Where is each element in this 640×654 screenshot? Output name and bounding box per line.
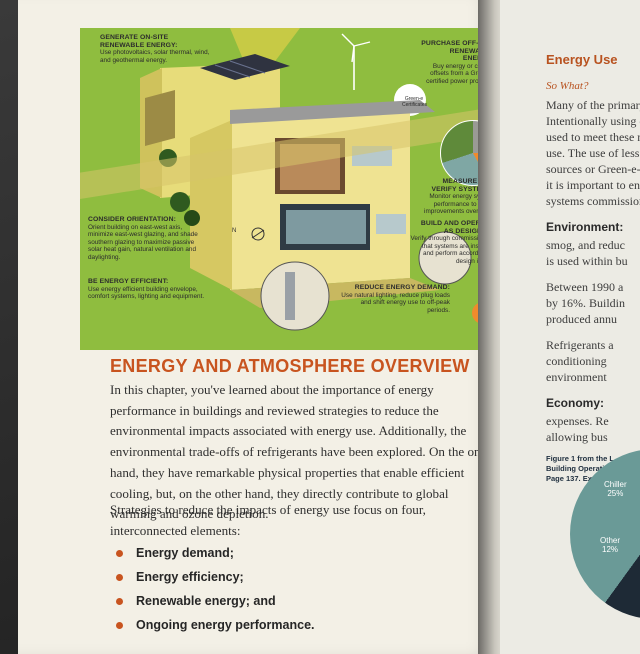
callout-text: Use natural lighting, reduce plug loads …: [341, 291, 450, 314]
pie-label-value: 25%: [607, 489, 624, 498]
bullet-icon: [116, 574, 123, 581]
overview-paragraph: In this chapter, you've learned about th…: [110, 382, 487, 522]
list-item: Ongoing energy performance.: [110, 618, 315, 642]
text-line: Many of the primary: [546, 98, 640, 112]
text-line: smog, and reduc: [546, 238, 625, 252]
callout-text: Use photovoltaics, solar thermal, wind, …: [100, 49, 210, 64]
text-line: it is important to ens: [546, 178, 640, 192]
callout-title: CONSIDER ORIENTATION:: [88, 216, 176, 223]
callout-text: Buy energy or carbon offsets from a Gree…: [426, 62, 494, 85]
figure-caption: Building Operation: [546, 464, 614, 473]
list-item-text: Renewable energy; and: [136, 594, 276, 608]
pie-label-name: Chiller: [604, 480, 627, 489]
list-item: Energy efficiency;: [110, 570, 315, 594]
pie-label-value: 12%: [602, 545, 619, 554]
text-line: Intentionally using ene: [546, 114, 640, 128]
callout-text: Monitor energy system performance to mak…: [424, 193, 494, 216]
text-line: environment: [546, 370, 607, 384]
text-line: is used within bu: [546, 254, 628, 268]
list-item: Renewable energy; and: [110, 594, 315, 618]
right-page-title: Energy Use: [546, 52, 618, 67]
text-line: conditioning: [546, 354, 607, 368]
text-line: systems commissionin: [546, 194, 640, 208]
text-line: allowing bus: [546, 430, 608, 444]
environment-label: Environment:: [546, 220, 624, 234]
callout-text: Orient building on east-west axis, minim…: [88, 223, 198, 261]
callout-title: MEASURE AND VERIFY SYSTEMS:: [431, 178, 494, 193]
pie-label-name: Other: [600, 536, 621, 545]
text-line: use. The use of less ha: [546, 146, 640, 160]
callout-build-operate: BUILD AND OPERATE AS DESIGNED: Verify th…: [410, 220, 494, 266]
text-line: by 16%. Buildin: [546, 296, 626, 310]
economy-label: Economy:: [546, 396, 605, 410]
bullet-icon: [116, 550, 123, 557]
callout-be-efficient: BE ENERGY EFFICIENT: Use energy efficien…: [88, 278, 206, 301]
callout-reduce-demand: REDUCE ENERGY DEMAND: Use natural lighti…: [338, 284, 450, 314]
figure-caption: Page 137. Exampl: [546, 474, 610, 483]
callout-consider-orientation: CONSIDER ORIENTATION: Orient building on…: [88, 216, 206, 262]
figure-caption: Figure 1 from the L: [546, 454, 614, 463]
section-heading: ENERGY AND ATMOSPHERE OVERVIEW: [110, 356, 470, 376]
list-item-text: Energy efficiency;: [136, 570, 244, 584]
list-item: Energy demand;: [110, 546, 315, 570]
callout-title: BE ENERGY EFFICIENT:: [88, 278, 169, 285]
right-page-subtitle: So What?: [546, 80, 589, 92]
list-item-text: Energy demand;: [136, 546, 234, 560]
text-line: used to meet these nee: [546, 130, 640, 144]
text-line: produced annu: [546, 312, 617, 326]
callout-text: Use energy efficient building envelope, …: [88, 285, 205, 301]
bullet-icon: [116, 622, 123, 629]
callout-title: REDUCE ENERGY DEMAND:: [354, 284, 450, 291]
compass-label: N: [232, 228, 237, 234]
strategies-paragraph: Strategies to reduce the impacts of ener…: [110, 502, 426, 538]
strategy-list: Energy demand; Energy efficiency; Renewa…: [110, 546, 315, 642]
callout-text: Verify through commissioning that system…: [410, 235, 494, 265]
callout-generate-onsite: GENERATE ON-SITE RENEWABLE ENERGY: Use p…: [100, 34, 210, 64]
callout-title: GENERATE ON-SITE RENEWABLE ENERGY:: [100, 34, 178, 49]
callout-measure-verify: MEASURE AND VERIFY SYSTEMS: Monitor ener…: [420, 178, 494, 216]
energy-building-illustration: ☼ Green-e Certificates N GENERATE ON-SIT…: [80, 28, 496, 350]
text-line: expenses. Re: [546, 414, 609, 428]
text-line: Between 1990 a: [546, 280, 624, 294]
callout-title: BUILD AND OPERATE AS DESIGNED:: [420, 220, 494, 235]
green-e-label: Green-e Certificates: [402, 96, 428, 108]
text-line: sources or Green-e-ce: [546, 162, 640, 176]
bullet-icon: [116, 598, 123, 605]
right-page: Energy Use So What? Many of the primary …: [500, 0, 640, 654]
list-item-text: Ongoing energy performance.: [136, 618, 315, 632]
left-page: ☼ Green-e Certificates N GENERATE ON-SIT…: [18, 0, 496, 654]
text-line: Refrigerants a: [546, 338, 614, 352]
